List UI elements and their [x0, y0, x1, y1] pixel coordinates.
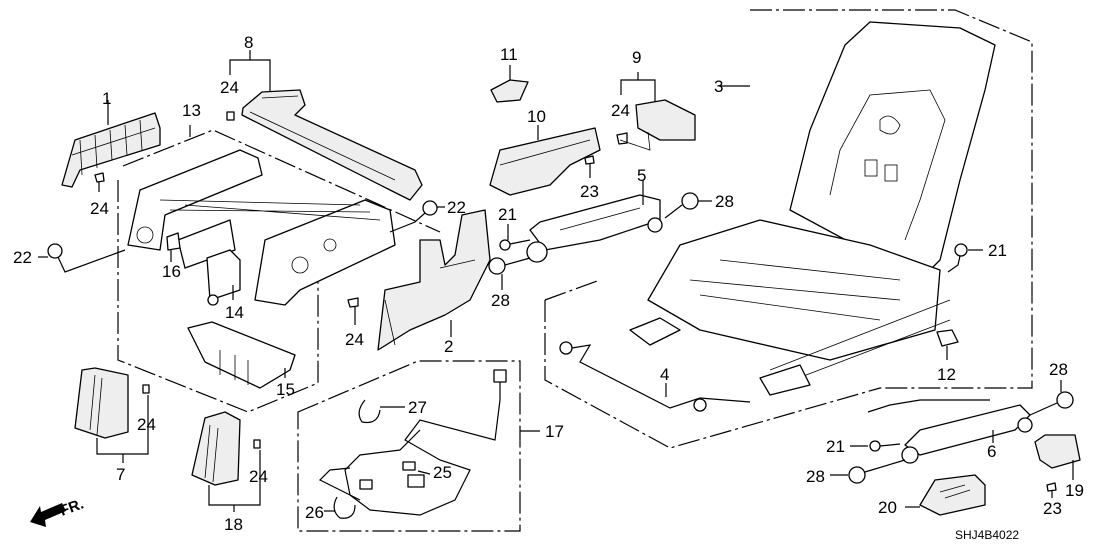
callout-3[interactable]: 3: [714, 77, 723, 96]
part-20-cover[interactable]: [905, 474, 986, 516]
callout-24-center[interactable]: 24: [345, 330, 364, 349]
callout-23-upper[interactable]: 23: [580, 182, 599, 201]
callout-9[interactable]: 9: [632, 48, 641, 67]
callout-20[interactable]: 20: [878, 498, 897, 517]
direction-label: FR.: [58, 496, 87, 520]
callout-24-cover-7[interactable]: 24: [137, 415, 156, 434]
callout-4[interactable]: 4: [660, 365, 669, 384]
callout-17[interactable]: 17: [545, 422, 564, 441]
callout-21-right[interactable]: 21: [988, 241, 1007, 260]
part-16-clip[interactable]: [166, 232, 181, 262]
part-9-armrest-end[interactable]: [619, 72, 696, 151]
callout-16[interactable]: 16: [162, 262, 181, 281]
callout-labels: 1 2 3 4 5 6 7 8 9 10 11 12 13 14 15 16 1…: [13, 33, 1084, 542]
group-box-3: [544, 9, 1033, 449]
part-4-cable[interactable]: [559, 341, 751, 412]
callout-13[interactable]: 13: [182, 101, 201, 120]
part-8-armrest-base[interactable]: [229, 50, 423, 201]
part-25-connector[interactable]: [402, 461, 431, 475]
part-14-bracket[interactable]: [206, 249, 241, 306]
front-direction-indicator: FR.: [30, 496, 86, 527]
part-27-clamp[interactable]: [358, 399, 405, 424]
part-28-bolt-upper-right[interactable]: [1029, 380, 1074, 416]
callout-28-upper-right[interactable]: 28: [1049, 360, 1068, 379]
callout-1[interactable]: 1: [102, 89, 111, 108]
part-28-bolt-lower[interactable]: [830, 459, 906, 484]
part-21-bolt-right[interactable]: [947, 243, 983, 273]
part-26-clamp[interactable]: [324, 496, 356, 519]
part-13-seat-base-frame[interactable]: [127, 125, 396, 306]
callout-24-top-8[interactable]: 24: [220, 78, 239, 97]
callout-22-left[interactable]: 22: [13, 248, 32, 267]
part-21-bolt-center[interactable]: [499, 224, 531, 251]
callout-10[interactable]: 10: [527, 107, 546, 126]
callout-22-center[interactable]: 22: [447, 198, 466, 217]
callout-21-center[interactable]: 21: [498, 205, 517, 224]
part-7-end-cover[interactable]: [74, 367, 150, 463]
callout-21-lower[interactable]: 21: [826, 437, 845, 456]
part-1-side-cover[interactable]: [61, 100, 161, 188]
arrow-left-icon: [30, 503, 66, 527]
part-17-wire-harness[interactable]: [318, 369, 540, 516]
callout-28-center[interactable]: 28: [491, 291, 510, 310]
part-5-recliner-motor[interactable]: [526, 180, 663, 263]
part-11-knob[interactable]: [490, 65, 529, 103]
part-15-plate[interactable]: [187, 321, 296, 389]
group-box-13: [117, 129, 441, 413]
callout-7[interactable]: 7: [116, 465, 125, 484]
callout-19[interactable]: 19: [1065, 481, 1084, 500]
part-18-end-cover[interactable]: [191, 411, 261, 512]
callout-28-right[interactable]: 28: [715, 192, 734, 211]
group-box-17: [297, 360, 521, 532]
part-28-bolt-center[interactable]: [488, 257, 531, 290]
part-22-bolt-left[interactable]: [38, 243, 126, 273]
callout-12[interactable]: 12: [937, 365, 956, 384]
callout-6[interactable]: 6: [987, 442, 996, 461]
part-23-clip-upper[interactable]: [584, 155, 595, 178]
part-3-seat-frame[interactable]: [629, 21, 996, 396]
callout-24-cover-18[interactable]: 24: [249, 467, 268, 486]
callout-27[interactable]: 27: [408, 398, 427, 417]
part-2-side-panel[interactable]: [377, 209, 491, 351]
clip-24-group: [94, 111, 628, 325]
callout-23-lower[interactable]: 23: [1043, 499, 1062, 518]
part-6-seat-track[interactable]: [867, 399, 1033, 464]
part-19-cover[interactable]: [1034, 434, 1081, 480]
callout-11[interactable]: 11: [500, 45, 518, 64]
callout-14[interactable]: 14: [225, 303, 244, 322]
callout-25[interactable]: 25: [433, 463, 452, 482]
part-23-clip-lower[interactable]: [1046, 482, 1057, 498]
callout-24-left-1[interactable]: 24: [90, 199, 109, 218]
callout-8[interactable]: 8: [244, 33, 253, 52]
diagram-code: SHJ4B4022: [955, 528, 1019, 542]
callout-28-lower[interactable]: 28: [806, 467, 825, 486]
part-22-bolt-center[interactable]: [389, 200, 445, 233]
callout-2[interactable]: 2: [444, 337, 453, 356]
callout-5[interactable]: 5: [637, 166, 646, 185]
callout-18[interactable]: 18: [224, 515, 243, 534]
callout-15[interactable]: 15: [276, 380, 295, 399]
part-21-bolt-lower[interactable]: [850, 440, 901, 452]
part-28-bolt-right[interactable]: [664, 192, 712, 219]
part-12-clip[interactable]: [936, 329, 959, 360]
callout-24-part-9[interactable]: 24: [611, 101, 630, 120]
callout-26[interactable]: 26: [305, 503, 324, 522]
